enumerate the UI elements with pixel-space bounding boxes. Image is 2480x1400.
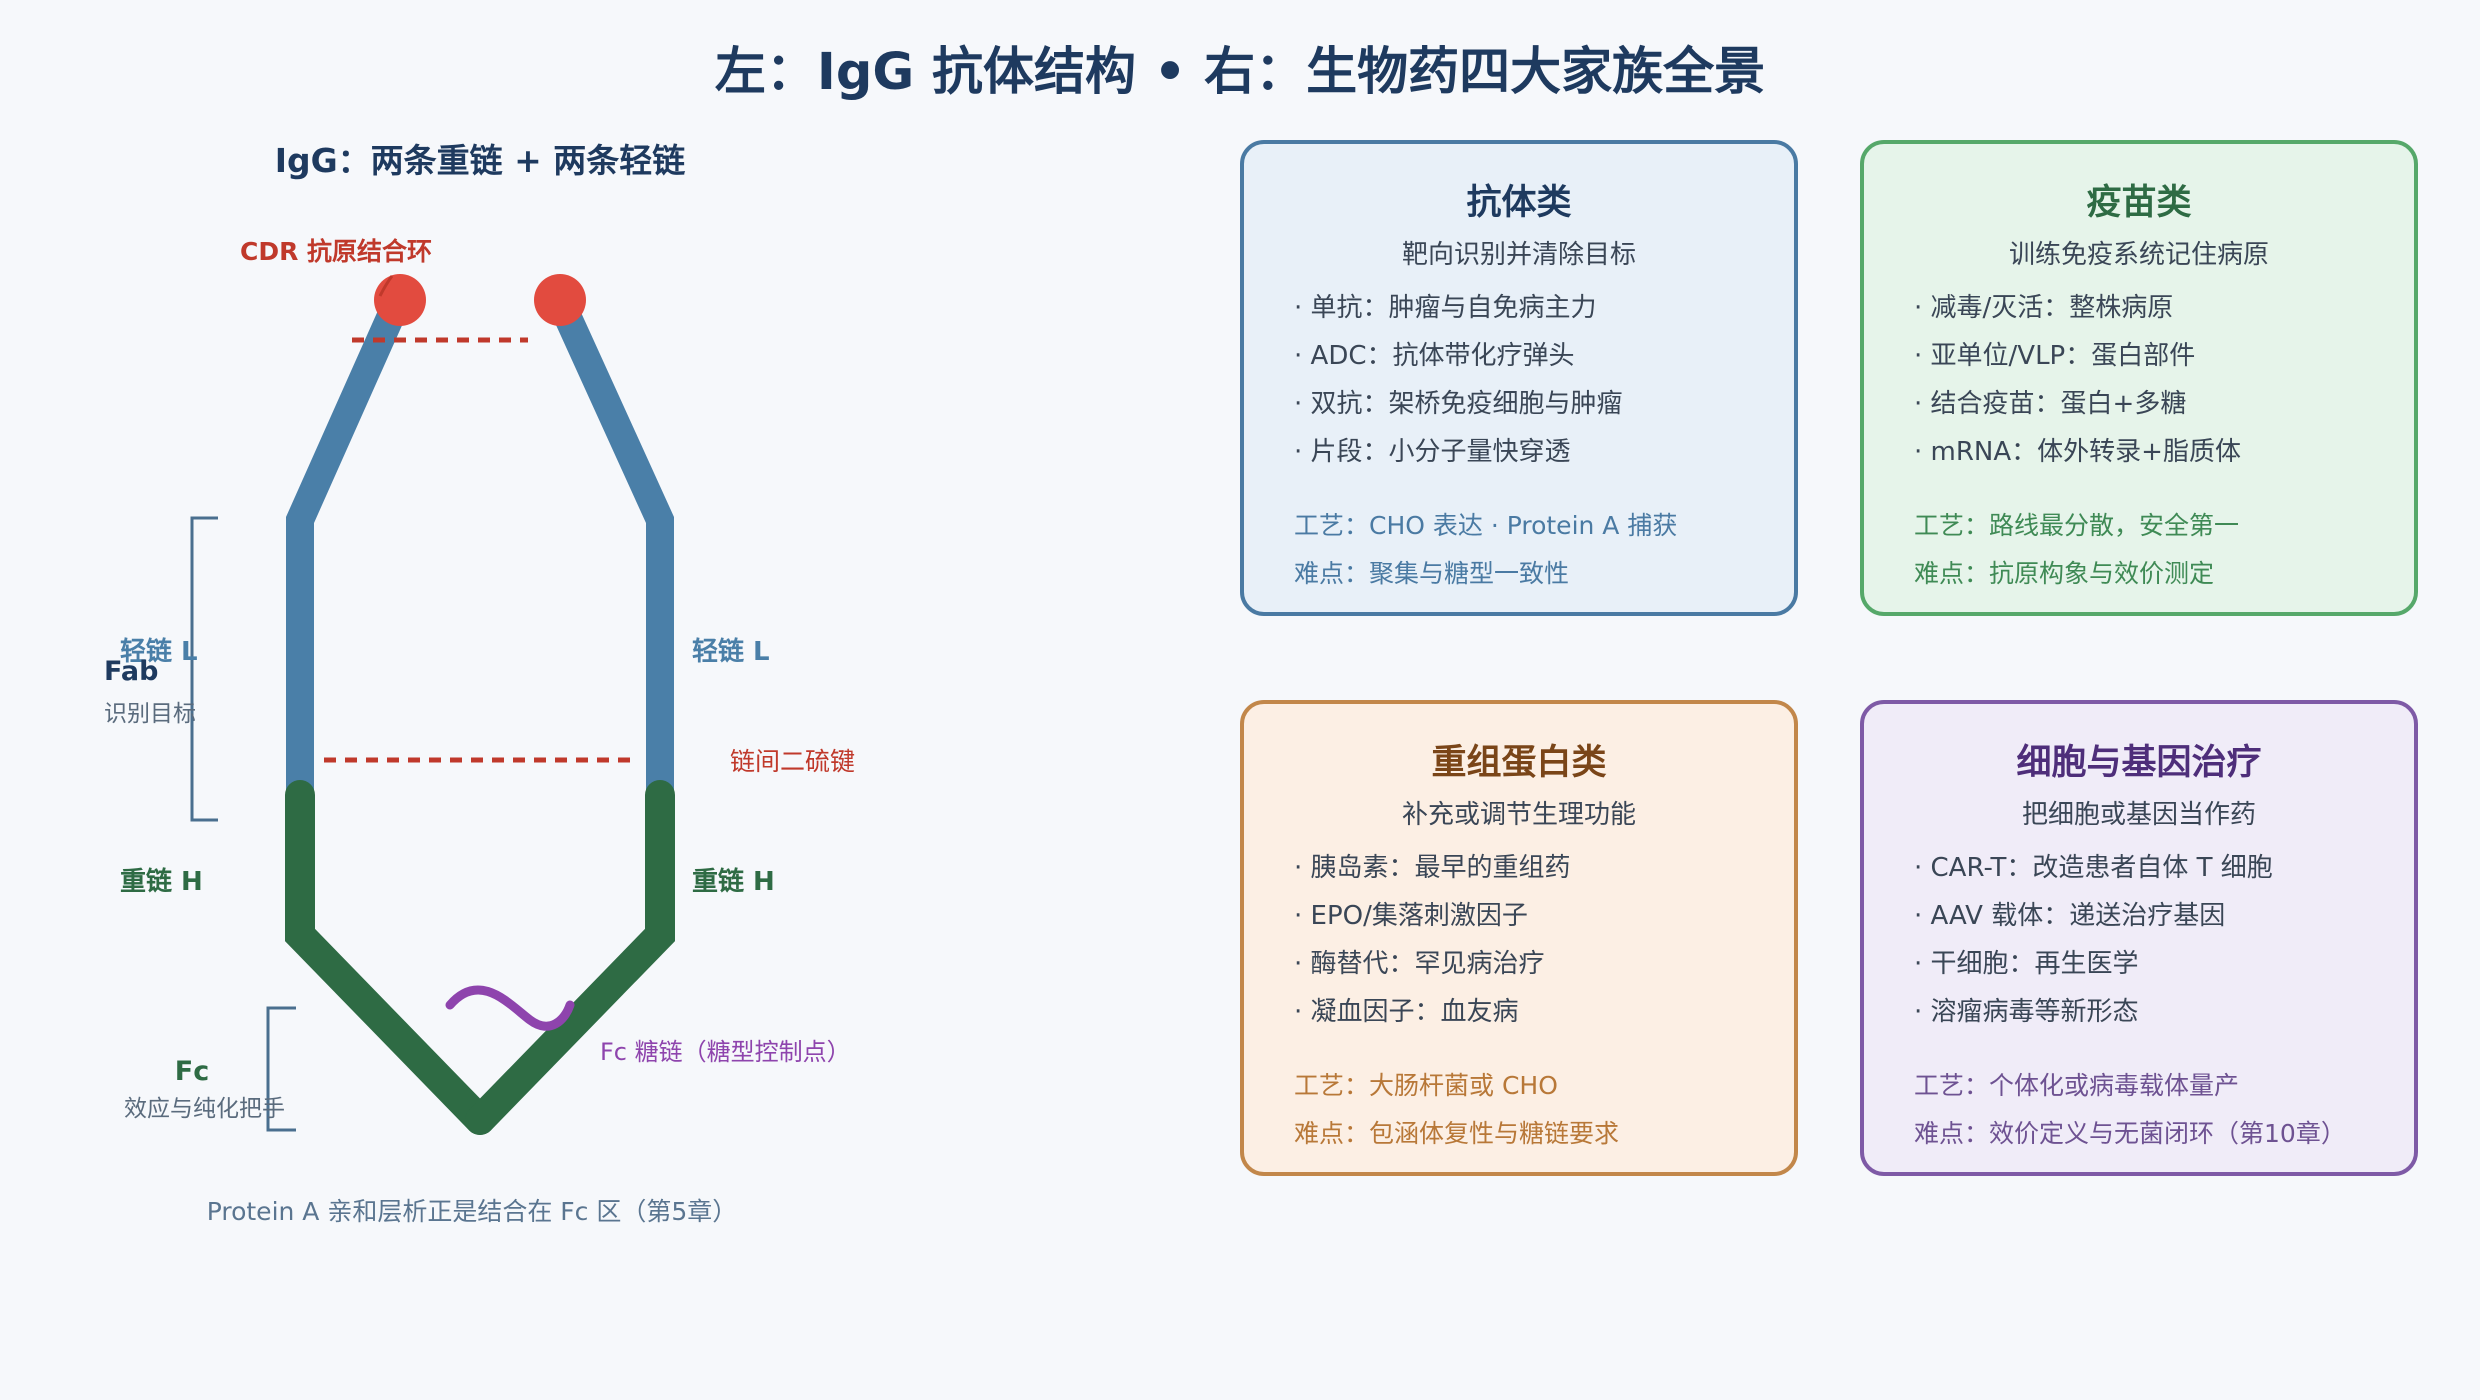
card-difficulty-note: 难点：包涵体复性与糖链要求 [1294,1119,1620,1148]
light-chain-right [547,294,674,790]
card-item-list: · 单抗：肿瘤与自免病主力 · ADC：抗体带化疗弹头 · 双抗：架桥免疫细胞与… [1294,284,1623,476]
cdr-label: CDR 抗原结合环 [240,237,432,266]
list-item: · 溶瘤病毒等新形态 [1914,997,2139,1027]
card-item-list: · 胰岛素：最早的重组药 · EPO/集落刺激因子 · 酶替代：罕见病治疗 · … [1294,844,1571,1036]
card-title: 细胞与基因治疗 [2016,743,2262,783]
list-item: · 凝血因子：血友病 [1294,997,1519,1027]
heavy-chain-label-right: 重链 H [692,866,775,897]
list-item: · 酶替代：罕见病治疗 [1294,949,1545,979]
igg-heading: IgG：两条重链 + 两条轻链 [275,141,686,180]
fc-glycan [445,985,575,1031]
card-subtitle: 补充或调节生理功能 [1401,800,1636,830]
light-chain-label-left: 轻链 L [120,636,198,667]
card-cell-gene-therapy: 细胞与基因治疗 把细胞或基因当作药 · CAR-T：改造患者自体 T 细胞 · … [1860,700,2418,1176]
list-item: · 单抗：肿瘤与自免病主力 [1294,293,1597,323]
list-item: · CAR-T：改造患者自体 T 细胞 [1914,853,2273,883]
fc-label: Fc [175,1056,209,1087]
card-difficulty-note: 难点：抗原构象与效价测定 [1914,559,2215,588]
heavy-chain-right [465,780,675,1135]
heavy-chain-left [285,780,495,1135]
fc-bracket [266,1006,296,1132]
card-recombinant-proteins: 重组蛋白类 补充或调节生理功能 · 胰岛素：最早的重组药 · EPO/集落刺激因… [1240,700,1798,1176]
card-item-list: · CAR-T：改造患者自体 T 细胞 · AAV 载体：递送治疗基因 · 干细… [1914,844,2273,1036]
card-subtitle: 训练免疫系统记住病原 [2008,240,2269,270]
card-subtitle: 把细胞或基因当作药 [2021,800,2256,830]
card-item-list: · 减毒/灭活：整株病原 · 亚单位/VLP：蛋白部件 · 结合疫苗：蛋白+多糖… [1914,284,2241,476]
card-title: 重组蛋白类 [1431,743,1607,783]
disulfide-label: 链间二硫键 [730,747,855,776]
card-vaccines: 疫苗类 训练免疫系统记住病原 · 减毒/灭活：整株病原 · 亚单位/VLP：蛋白… [1860,140,2418,616]
page-title: 左：IgG 抗体结构 • 右：生物药四大家族全景 [714,43,1766,102]
list-item: · 干细胞：再生医学 [1914,949,2139,979]
list-item: · 结合疫苗：蛋白+多糖 [1914,389,2187,419]
cdr-pointer [378,275,394,297]
card-antibodies: 抗体类 靶向识别并清除目标 · 单抗：肿瘤与自免病主力 · ADC：抗体带化疗弹… [1240,140,1798,616]
fc-description: 效应与纯化把手 [124,1096,285,1122]
card-process-note: 工艺：CHO 表达 · Protein A 捕获 [1294,511,1678,540]
list-item: · 亚单位/VLP：蛋白部件 [1914,341,2196,371]
light-chain-label-right: 轻链 L [692,636,770,667]
glycan-label: Fc 糖链（糖型控制点） [600,1038,851,1066]
list-item: · 减毒/灭活：整株病原 [1914,293,2174,323]
cdr-loop-left [374,274,426,326]
card-title: 疫苗类 [2086,183,2192,223]
fab-label: Fab [104,656,158,687]
heavy-chain-label-left: 重链 H [120,866,203,897]
card-difficulty-note: 难点：效价定义与无菌闭环（第10章） [1914,1119,2346,1148]
card-subtitle: 靶向识别并清除目标 [1401,240,1636,270]
card-process-note: 工艺：个体化或病毒载体量产 [1914,1071,2240,1100]
card-difficulty-note: 难点：聚集与糖型一致性 [1294,559,1570,588]
list-item: · AAV 载体：递送治疗基因 [1914,901,2226,931]
igg-structure-diagram: IgG：两条重链 + 两条轻链 CDR 抗原结合环 轻链 L Fab 识别目标 … [104,141,855,1226]
list-item: · mRNA：体外转录+脂质体 [1914,437,2241,467]
card-process-note: 工艺：路线最分散，安全第一 [1914,511,2240,540]
light-chain-left [286,294,411,790]
list-item: · 胰岛素：最早的重组药 [1294,853,1571,883]
fab-description: 识别目标 [104,701,196,727]
card-title: 抗体类 [1466,183,1572,223]
list-item: · ADC：抗体带化疗弹头 [1294,341,1575,371]
card-process-note: 工艺：大肠杆菌或 CHO [1294,1071,1558,1100]
cdr-loop-right [534,274,586,326]
fab-bracket [190,516,218,822]
list-item: · 片段：小分子量快穿透 [1294,437,1571,467]
protein-a-footnote: Protein A 亲和层析正是结合在 Fc 区（第5章） [207,1197,738,1226]
list-item: · EPO/集落刺激因子 [1294,901,1528,931]
list-item: · 双抗：架桥免疫细胞与肿瘤 [1294,389,1623,419]
